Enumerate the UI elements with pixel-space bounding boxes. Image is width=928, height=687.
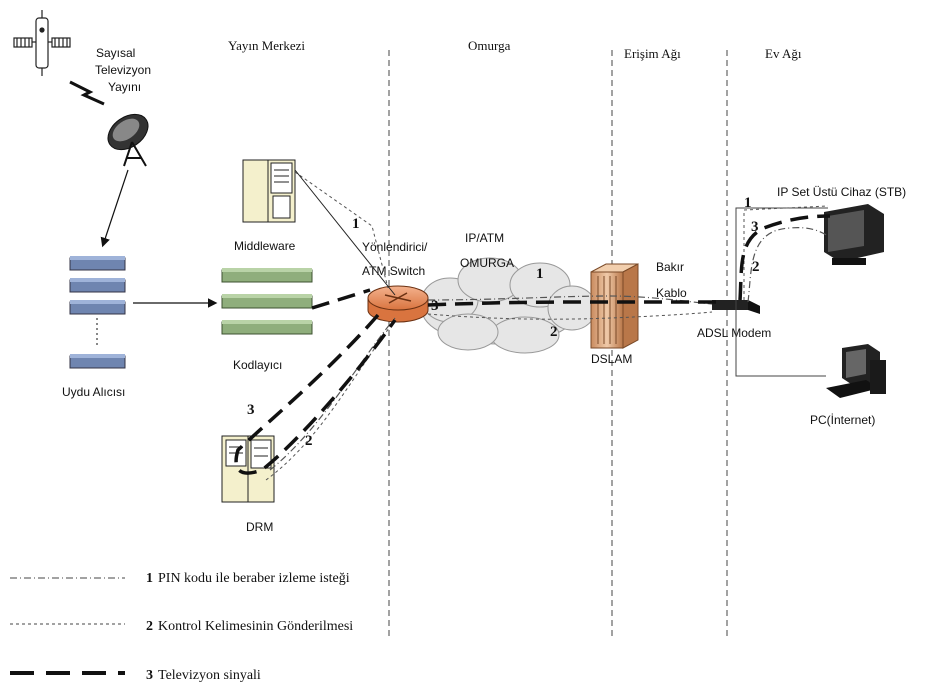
- set-top-box-tv-icon: [824, 204, 884, 265]
- legend-num-1: 1: [146, 571, 153, 586]
- legend-text-2: Kontrol Kelimesinin Gönderilmesi: [158, 619, 353, 634]
- ipatm-label-1: IP/ATM: [465, 231, 504, 245]
- sayisal-label-3: Yayını: [108, 80, 141, 94]
- sayisal-label-2: Televizyon: [95, 63, 151, 77]
- ipatm-label-2: OMURGA: [460, 256, 514, 270]
- dish-to-receiver-arrow: [103, 170, 128, 245]
- drm-server-icon: [222, 436, 274, 502]
- legend-num-2: 2: [146, 619, 153, 634]
- legend: 1 PIN kodu ile beraber izleme isteği 2 K…: [10, 571, 353, 683]
- encoder-stack-icon: [222, 268, 312, 334]
- path-number-2-drm: 2: [305, 433, 313, 449]
- path-number-3-drm: 3: [247, 402, 255, 418]
- uydu-alicisi-label: Uydu Alıcısı: [62, 385, 125, 399]
- legend-text-3: Televizyon sinyali: [158, 668, 261, 683]
- path-number-2-cloud: 2: [550, 324, 558, 340]
- sayisal-label-1: Sayısal: [96, 46, 135, 60]
- dslam-label: DSLAM: [591, 352, 632, 366]
- satellite-dish-icon: [101, 107, 154, 166]
- section-erisim-agi: Erişim Ağı: [624, 46, 681, 61]
- path-number-1-cloud: 1: [536, 266, 544, 282]
- kodlayici-label: Kodlayıcı: [233, 358, 282, 372]
- legend-num-3: 3: [146, 668, 153, 683]
- router-label-1: Yönlendirici/: [362, 240, 428, 254]
- middleware-label: Middleware: [234, 239, 296, 253]
- middleware-server-icon: [243, 160, 295, 222]
- satellite-icon: [14, 10, 70, 76]
- section-yayin-merkezi: Yayın Merkezi: [228, 38, 305, 53]
- adsl-modem-label: ADSL Modem: [697, 326, 771, 340]
- section-omurga: Omurga: [468, 38, 511, 53]
- path-number-3-cloud: 3: [431, 298, 439, 314]
- satellite-receiver-stack: [70, 256, 125, 368]
- bakir-label-2: Kablo: [656, 286, 687, 300]
- path-number-1-mw: 1: [352, 216, 360, 232]
- legend-text-1: PIN kodu ile beraber izleme isteği: [158, 571, 350, 586]
- drm-label: DRM: [246, 520, 273, 534]
- pc-label: PC(İnternet): [810, 413, 875, 427]
- path-number-3-stb: 3: [751, 219, 759, 235]
- path-number-1-stb: 1: [744, 195, 752, 211]
- home-wiring: [736, 208, 828, 376]
- path-number-2-stb: 2: [752, 259, 760, 275]
- lightning-icon: [70, 82, 104, 104]
- ip-atm-cloud: [422, 258, 596, 353]
- pc-icon: [826, 344, 886, 398]
- dslam-icon: [591, 264, 638, 348]
- section-ev-agi: Ev Ağı: [765, 46, 802, 61]
- bakir-label-1: Bakır: [656, 260, 684, 274]
- stb-label: IP Set Üstü Cihaz (STB): [777, 185, 906, 199]
